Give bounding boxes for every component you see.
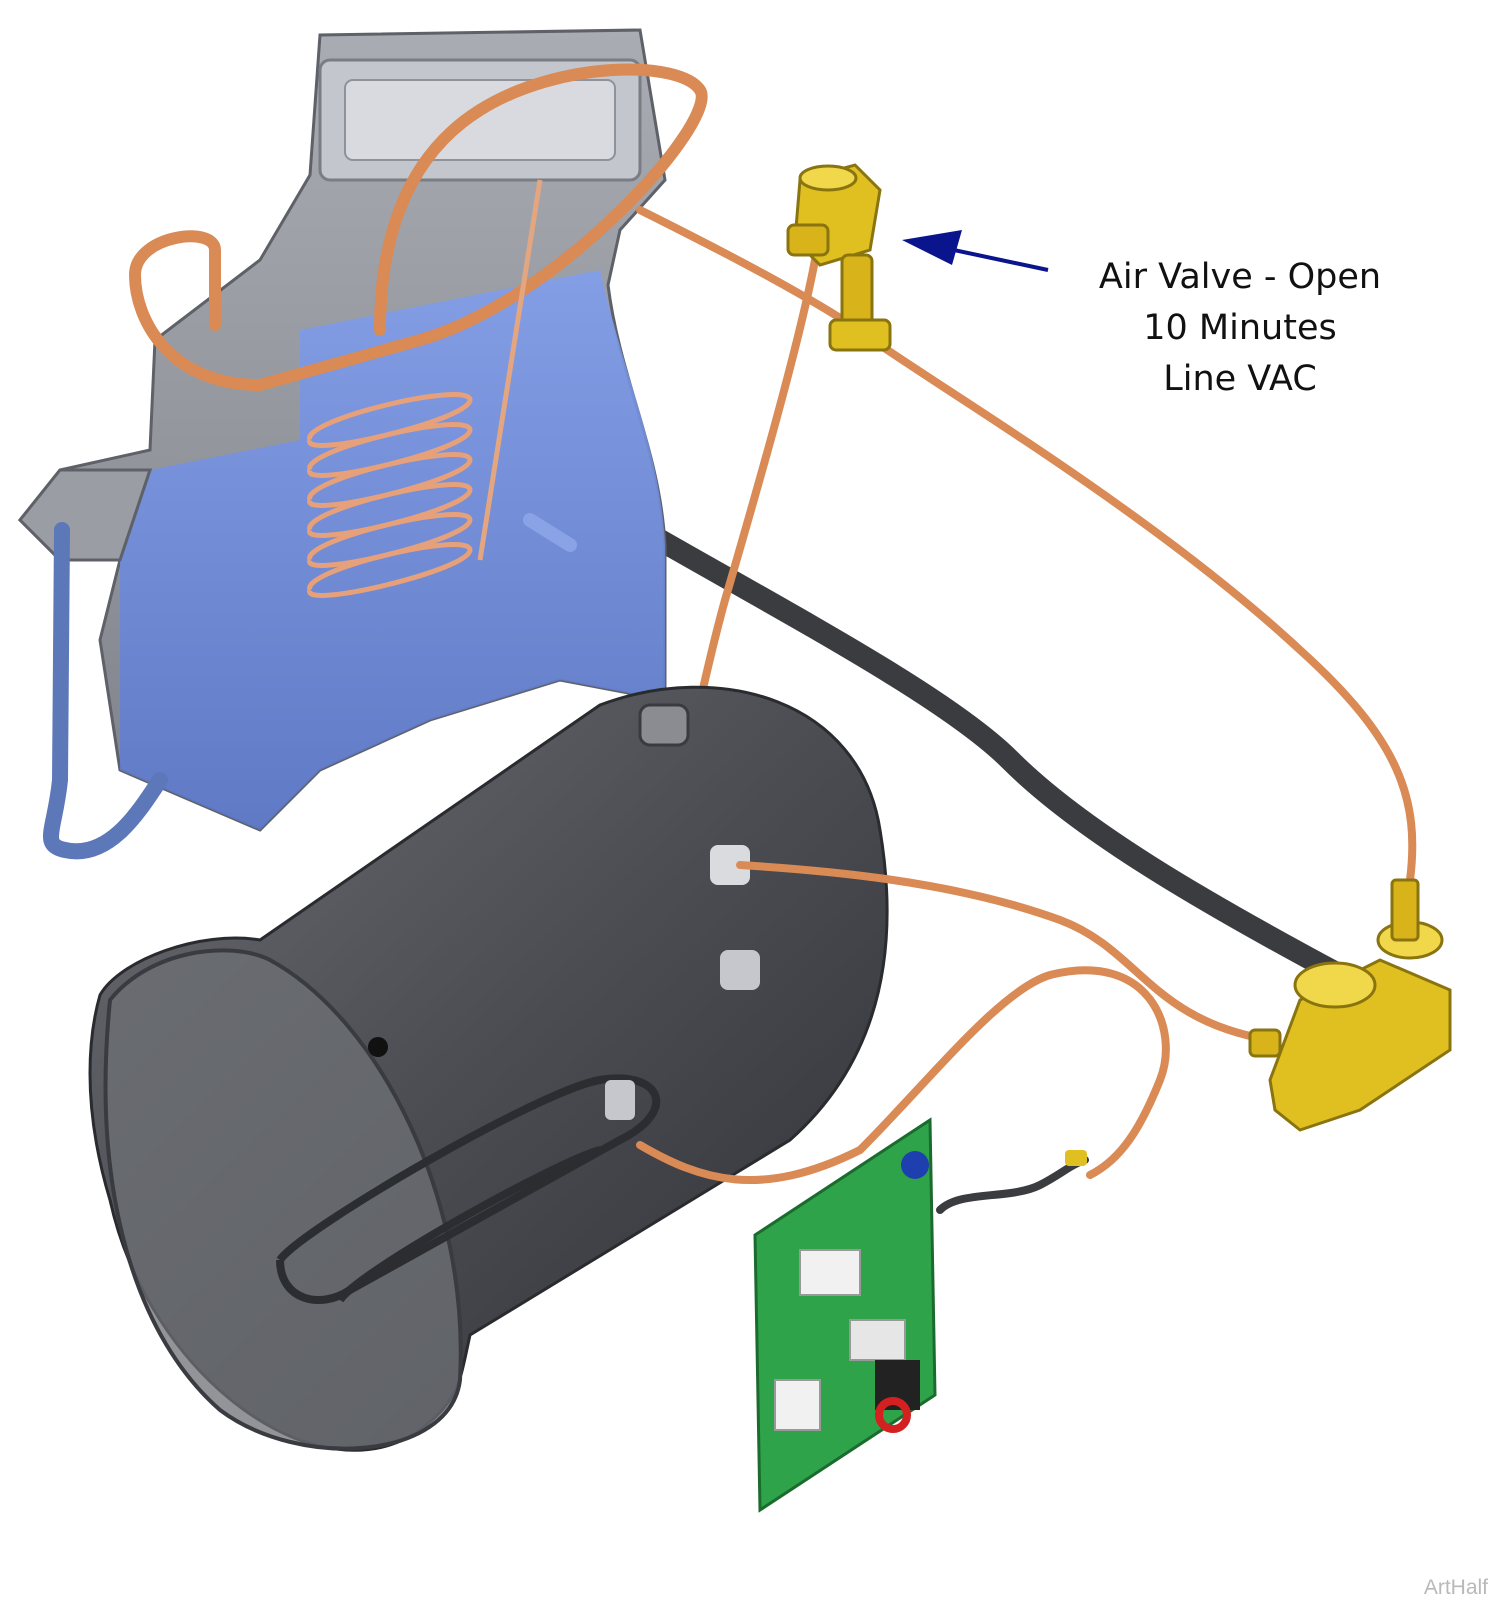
reservoir-icon — [17, 28, 667, 832]
valve-manifold-icon — [1248, 878, 1452, 1132]
drain-hose — [649, 529, 1351, 986]
chamber-supply-tube — [736, 861, 1274, 1044]
pressure-chamber-icon — [88, 685, 889, 1452]
watermark-text: ArtHalf — [1423, 1576, 1488, 1599]
condenser-coil — [307, 392, 473, 598]
callout-arrow — [902, 230, 1049, 272]
vent-tube — [636, 206, 1417, 884]
solenoid-valve-icon — [786, 163, 892, 352]
callout-line-1: Air Valve - Open — [1098, 257, 1382, 297]
fill-tube — [43, 522, 168, 860]
callout-line-2: 10 Minutes — [1143, 308, 1337, 348]
control-board-icon — [753, 1117, 1089, 1513]
exhaust-tube-loop — [128, 63, 708, 392]
drain-tube — [636, 966, 1170, 1185]
callout-line-3: Line VAC — [1163, 359, 1317, 399]
air-valve-callout: Air Valve - Open 10 Minutes Line VAC — [1040, 252, 1440, 405]
